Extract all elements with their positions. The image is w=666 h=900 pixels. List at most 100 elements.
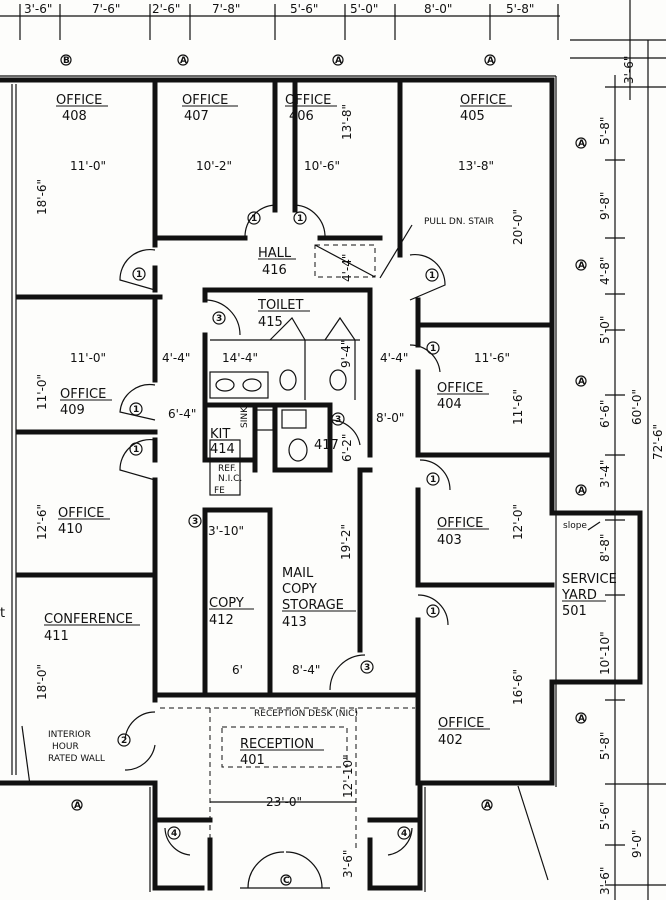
- top-dim-8: 5'-8": [506, 2, 534, 16]
- hall-416-number: 416: [262, 263, 287, 278]
- right-total-72: 72'-6": [651, 424, 665, 460]
- copy-412-number: 412: [209, 613, 234, 628]
- grid-tag-a-8: A: [578, 714, 585, 724]
- door-tag-1i: 1: [430, 607, 436, 617]
- office-402-depth: 16'-6": [511, 669, 525, 705]
- conference-411-depth: 18'-0": [35, 664, 49, 700]
- mail-413-line3: STORAGE: [282, 598, 344, 613]
- vestibule-dim: 3'-6": [341, 850, 355, 878]
- top-dim-1: 3'-6": [24, 2, 52, 16]
- office-409-number: 409: [60, 403, 85, 418]
- office-410-name: OFFICE: [58, 506, 104, 521]
- right-dim-6: 6'-6": [598, 400, 612, 428]
- kit-414-dim: 6'-4": [168, 407, 196, 421]
- ref-note-1: REF.: [218, 464, 237, 474]
- conference-411-name: CONFERENCE: [44, 612, 133, 627]
- office-403-number: 403: [437, 533, 462, 548]
- corridor-kit-dim: 8'-0": [376, 411, 404, 425]
- grid-tag-a-6: A: [578, 377, 585, 387]
- top-dimension-string: 3'-6" 7'-6" 2'-6" 7'-8" 5'-6" 5'-0" 8'-0…: [0, 2, 666, 59]
- ref-note-2: N.I.C.: [218, 474, 242, 484]
- office-404-depth: 11'-6": [511, 389, 525, 425]
- fe-note: FE: [214, 486, 225, 496]
- office-406-name: OFFICE: [285, 93, 331, 108]
- office-407-name: OFFICE: [182, 93, 228, 108]
- office-407-number: 407: [184, 109, 209, 124]
- grid-tag-c: C: [283, 876, 290, 886]
- right-dim-3: 9'-8": [598, 192, 612, 220]
- left-edge-fragment: t: [0, 606, 5, 621]
- interior-walls: [15, 79, 555, 786]
- top-dim-5: 5'-6": [290, 2, 318, 16]
- right-total-60: 60'-0": [630, 389, 644, 425]
- service-yard-number: 501: [562, 604, 587, 619]
- office-408-width: 11'-0": [70, 159, 106, 173]
- right-dim-2: 5'-8": [598, 117, 612, 145]
- office-404-name: OFFICE: [437, 381, 483, 396]
- grid-tag-a-9: A: [74, 801, 81, 811]
- top-dim-6: 5'-0": [350, 2, 378, 16]
- kit-414-number: 414: [210, 442, 235, 457]
- door-tag-4b: 4: [401, 829, 407, 839]
- rated-wall-note-1: INTERIOR: [48, 730, 91, 740]
- top-dim-7: 8'-0": [424, 2, 452, 16]
- office-402-name: OFFICE: [438, 716, 484, 731]
- copy-412-name: COPY: [209, 596, 244, 611]
- top-dim-2: 7'-6": [92, 2, 120, 16]
- grid-tag-a-2: A: [335, 56, 342, 66]
- service-yard-line1: SERVICE: [562, 572, 617, 587]
- toilet-415-name: TOILET: [257, 298, 303, 313]
- door-tag-3c: 3: [192, 517, 198, 527]
- corridor-left-dim: 4'-4": [162, 351, 190, 365]
- mail-413-number: 413: [282, 615, 307, 630]
- office-405-depth: 20'-0": [511, 209, 525, 245]
- office-408-depth: 18'-6": [35, 179, 49, 215]
- sink-note: SINK: [240, 406, 250, 428]
- door-tag-3d: 3: [364, 663, 370, 673]
- grid-tag-a-5: A: [578, 261, 585, 271]
- exterior-walls: [0, 75, 557, 892]
- office-404-width: 11'-6": [474, 351, 510, 365]
- copy-412-width: 6': [232, 663, 243, 677]
- office-405-number: 405: [460, 109, 485, 124]
- rated-wall-note-2: HOUR: [52, 742, 79, 752]
- hall-416-name: HALL: [258, 246, 292, 261]
- grid-tag-a-7: A: [578, 486, 585, 496]
- office-402-number: 402: [438, 733, 463, 748]
- copy-412-depth: 3'-10": [208, 524, 244, 538]
- right-dim-12: 3'-6": [598, 867, 612, 895]
- door-tag-3b: 3: [335, 415, 341, 425]
- right-dim-9: 10'-10": [598, 631, 612, 675]
- reception-401-name: RECEPTION: [240, 737, 314, 752]
- door-tag-1h: 1: [430, 475, 436, 485]
- door-tag-4a: 4: [171, 829, 177, 839]
- kit-414-name: KIT: [210, 427, 230, 442]
- door-tag-1g: 1: [133, 445, 139, 455]
- service-yard-slope: slope: [563, 521, 587, 531]
- room-labels: OFFICE 408 11'-0" 18'-6" OFFICE 407 10'-…: [0, 93, 617, 878]
- office-410-depth: 12'-6": [35, 504, 49, 540]
- right-dim-11: 5'-6": [598, 802, 612, 830]
- office-404-number: 404: [437, 397, 462, 412]
- top-dim-4: 7'-8": [212, 2, 240, 16]
- grid-tag-a-3: A: [487, 56, 494, 66]
- toilet-415-width: 14'-4": [222, 351, 258, 365]
- door-tag-2: 2: [121, 736, 127, 746]
- office-403-name: OFFICE: [437, 516, 483, 531]
- office-405-name: OFFICE: [460, 93, 506, 108]
- office-410-number: 410: [58, 522, 83, 537]
- grid-tag-a-10: A: [484, 801, 491, 811]
- office-409-width: 11'-0": [70, 351, 106, 365]
- office-408-number: 408: [62, 109, 87, 124]
- rated-wall-note-3: RATED WALL: [48, 754, 105, 764]
- grid-tag-a-4: A: [578, 139, 585, 149]
- mail-413-depth: 19'-2": [339, 524, 353, 560]
- room-417-dim: 6'-2": [340, 434, 354, 462]
- right-dim-1: 3'-6": [622, 56, 636, 84]
- dashed-lines: [21, 224, 643, 881]
- office-406-depth: 13'-8": [340, 104, 354, 140]
- door-tag-1f: 1: [133, 405, 139, 415]
- door-tag-3a: 3: [216, 314, 222, 324]
- reception-desk-note: RECEPTION DESK (NIC): [254, 709, 358, 719]
- office-409-depth: 11'-0": [35, 374, 49, 410]
